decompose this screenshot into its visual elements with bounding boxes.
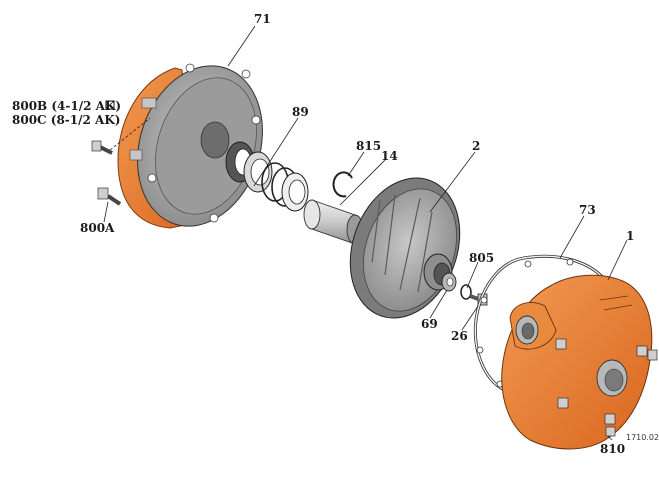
drawing-number: 1710.029 xyxy=(626,433,659,442)
part-805-lock-washer xyxy=(460,284,472,300)
label-810: 810 xyxy=(600,442,625,456)
label-26: 26 xyxy=(451,329,468,343)
label-2: 2 xyxy=(472,139,480,153)
part-71-seal-plate xyxy=(117,63,263,229)
part-800a-bolt xyxy=(97,187,122,206)
label-89: 89 xyxy=(292,105,309,119)
part-815-retaining-ring xyxy=(332,171,353,198)
part-2-impeller xyxy=(349,177,461,319)
part-89-mechanical-seal xyxy=(225,141,309,212)
label-800c: 800C (8-1/2 AK) xyxy=(12,113,120,127)
label-69: 69 xyxy=(421,317,438,331)
part-1-pump-casing xyxy=(501,274,658,450)
leader-lines xyxy=(103,25,628,441)
label-71: 71 xyxy=(254,12,271,26)
label-14: 14 xyxy=(381,149,398,163)
label-815: 815 xyxy=(356,139,381,153)
label-73: 73 xyxy=(579,203,596,217)
part-800bc-bolt xyxy=(91,117,151,155)
label-800a: 800A xyxy=(80,221,115,235)
label-800b: 800B (4-1/2 AK) xyxy=(12,99,121,113)
square-symbol xyxy=(105,100,115,110)
label-1: 1 xyxy=(626,229,634,243)
label-805: 805 xyxy=(469,251,494,265)
part-69-washer xyxy=(441,272,457,292)
